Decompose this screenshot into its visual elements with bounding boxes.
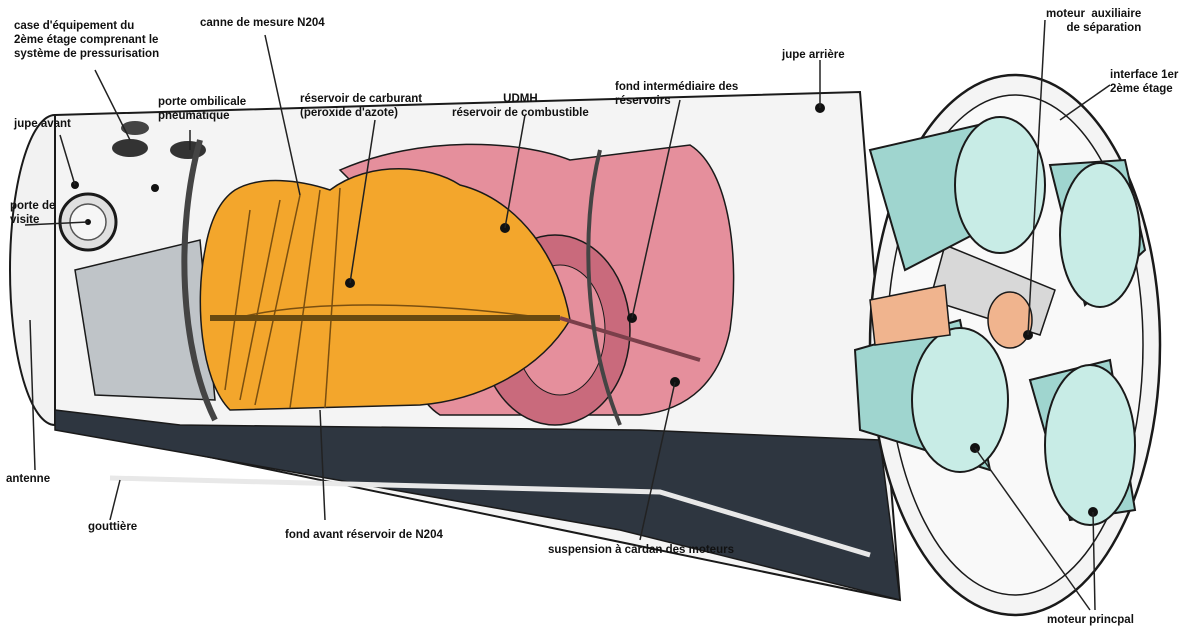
label-fond-avant: fond avant réservoir de N204 — [285, 529, 443, 541]
lower-dark-band — [54, 409, 901, 601]
oxidizer-tank-ribs — [224, 187, 561, 409]
label-moteur-principal: moteur princpal — [1047, 614, 1134, 626]
label-interface: interface 1er 2ème étage — [1110, 69, 1179, 95]
label-canne-mesure: canne de mesure N204 — [200, 17, 325, 29]
label-suspension: suspension à cardan des moteurs — [548, 544, 734, 556]
equipment-port-1 — [112, 139, 148, 157]
auxiliary-engine-nozzle — [869, 284, 951, 346]
label-case-equipement: case d'équipement du 2ème étage comprena… — [14, 20, 160, 60]
leader-lines — [24, 19, 1111, 611]
main-engine-nozzles — [853, 116, 1147, 526]
gimbal-strut — [559, 316, 701, 362]
label-porte-ombilicale: porte ombilicale pneumatique — [158, 96, 247, 122]
ring-frame — [181, 139, 218, 422]
gutter-line — [109, 475, 871, 558]
label-moteur-auxiliaire: moteur auxiliaire de séparation — [1046, 8, 1142, 34]
label-porte-visite: porte de visite — [10, 200, 56, 226]
label-jupe-avant: jupe avant — [14, 118, 71, 130]
equipment-port-3 — [121, 121, 149, 135]
label-reservoir-carburant: réservoir de carburant (peroxide d'azote… — [300, 93, 423, 119]
intertank-frame — [586, 149, 622, 426]
auxiliary-engine-exit — [987, 291, 1033, 349]
label-antenne: antenne — [6, 473, 51, 485]
label-udmh: UDMH réservoir de combustible — [452, 93, 589, 119]
equipment-bay — [74, 239, 216, 401]
label-jupe-arriere: jupe arrière — [782, 49, 845, 61]
label-fond-intermediaire: fond intermédiaire des réservoirs — [615, 81, 739, 107]
label-gouttiere: gouttière — [88, 521, 138, 533]
